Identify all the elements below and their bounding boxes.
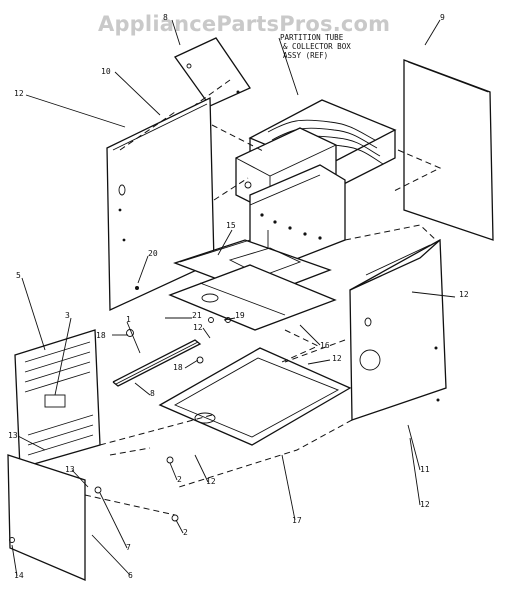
callout-2: 2 [177,475,182,484]
part-11-cabinet-right-side [349,238,447,421]
part-16-divider-plate [168,264,337,331]
callout-leaders [11,19,456,577]
note-line-2: & COLLECTOR BOX [283,42,351,51]
callout-1: 1 [126,315,131,324]
callout-2: 2 [183,528,188,537]
part-1-bracket-rail [112,339,202,387]
callout-10: 10 [101,67,111,76]
partition-tube-note: PARTITION TUBE & COLLECTOR BOX ASSY (REF… [280,33,351,60]
heat-exchanger-assembly [235,99,397,271]
part-8-top-plate [174,37,251,107]
note-line-3: ASSY (REF) [283,51,328,60]
callout-13: 13 [65,465,75,474]
callout-3: 3 [65,311,70,320]
callout-14: 14 [14,571,24,580]
watermark-text: AppliancePartsPros.com [98,12,390,36]
door-louvers [24,341,94,456]
callout-12: 12 [420,500,430,509]
part-17-bottom-plate [158,347,352,446]
note-line-1: PARTITION TUBE [280,33,344,42]
callout-7: 7 [126,543,131,552]
callout-6: 6 [128,571,133,580]
callout-13: 13 [8,431,18,440]
callout-15: 15 [226,221,236,230]
callout-numbers: 8 9 10 12 15 20 12 5 3 1 21 12 19 18 16 … [8,13,469,580]
callout-12: 12 [193,323,203,332]
callout-21: 21 [192,311,202,320]
callout-9: 9 [440,13,445,22]
callout-8: 8 [150,389,155,398]
part-5-upper-front-door [14,329,101,469]
callout-12: 12 [14,89,24,98]
callout-18: 18 [173,363,183,372]
callout-8: 8 [163,13,168,22]
callout-12: 12 [206,477,216,486]
part-9-right-back-panel [403,59,494,241]
callout-20: 20 [148,249,158,258]
assembly-leader-lines [84,79,442,516]
callout-11: 11 [420,465,430,474]
callout-17: 17 [292,516,302,525]
callout-5: 5 [16,271,21,280]
callout-12: 12 [459,290,469,299]
part-6-lower-front-door [7,454,86,581]
fastener-screws [94,317,231,522]
callout-12: 12 [332,354,342,363]
part-10-left-side-panel [106,96,215,312]
callout-18: 18 [96,331,106,340]
callout-19: 19 [235,311,245,320]
callout-16: 16 [320,341,330,350]
